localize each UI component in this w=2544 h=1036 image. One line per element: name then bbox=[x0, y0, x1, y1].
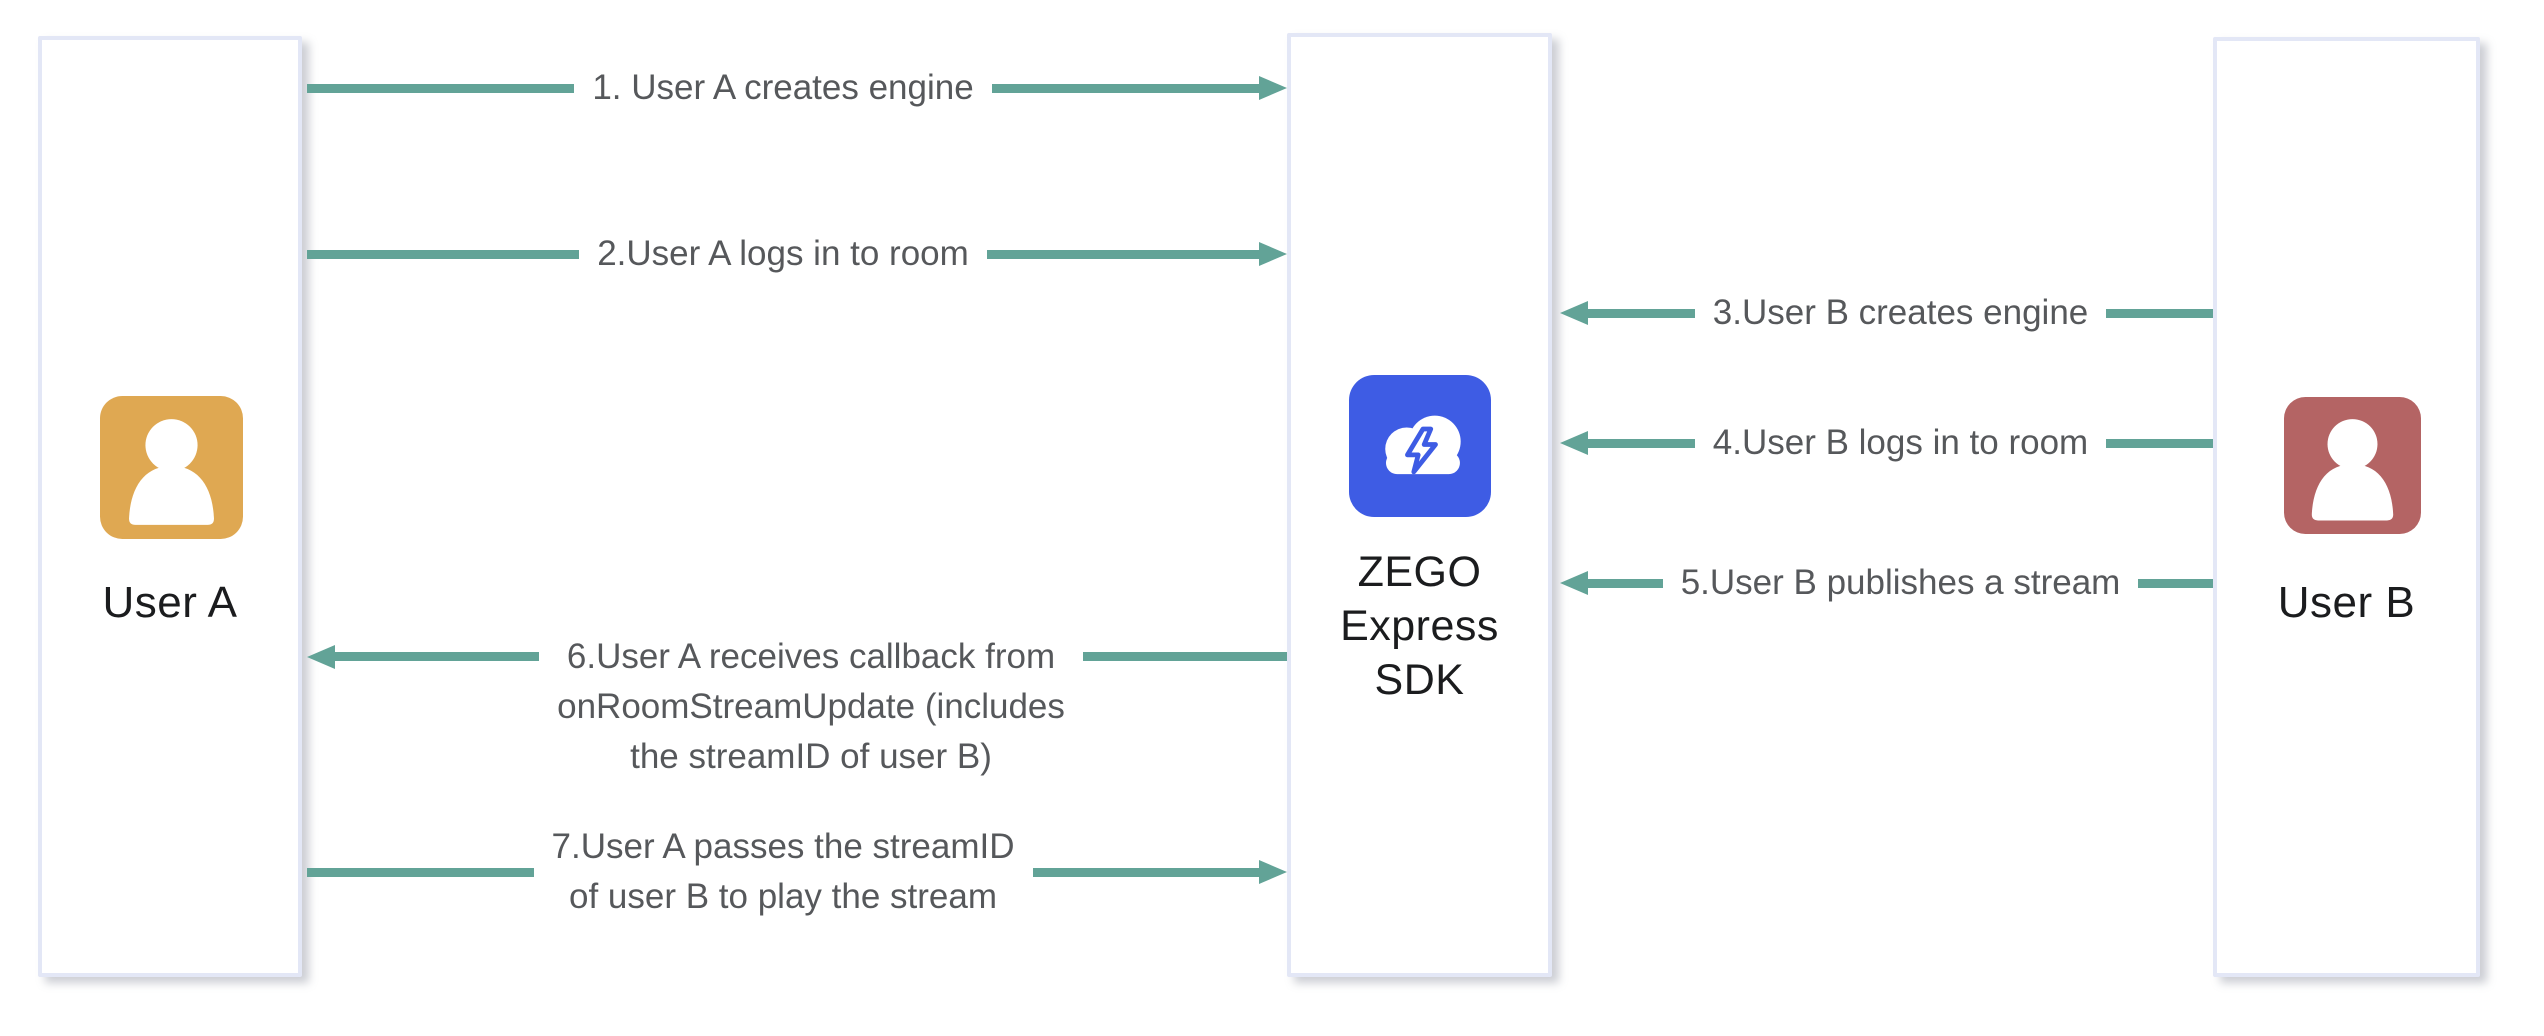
arrow-step-4: 4.User B logs in to room bbox=[1560, 418, 2213, 468]
step-7-label-line-1: 7.User A passes the streamID bbox=[551, 827, 1015, 866]
step-7-label: 7.User A passes the streamID of user B t… bbox=[552, 822, 1015, 922]
arrowhead-right-icon bbox=[1259, 242, 1288, 266]
arrowhead-left-icon bbox=[1560, 301, 1588, 325]
arrow-line bbox=[1082, 652, 1288, 661]
arrow-line bbox=[307, 867, 534, 877]
step-6-label-line-2: onRoomStreamUpdate (includes bbox=[557, 687, 1065, 726]
arrow-line bbox=[1588, 438, 1695, 448]
sdk-label-line-1: ZEGO bbox=[1357, 548, 1482, 596]
step-6-label-line-3: the streamID of user B) bbox=[630, 737, 992, 776]
step-2-label: 2.User A logs in to room bbox=[597, 234, 969, 273]
arrow-line bbox=[2138, 578, 2214, 588]
arrow-line bbox=[2106, 438, 2213, 448]
user-a-label: User A bbox=[102, 578, 238, 627]
sdk-label-line-3: SDK bbox=[1374, 656, 1465, 704]
arrow-step-7: 7.User A passes the streamID of user B t… bbox=[307, 822, 1288, 922]
arrow-line bbox=[1588, 308, 1695, 318]
arrowhead-right-icon bbox=[1259, 76, 1287, 100]
arrow-line bbox=[1588, 578, 1663, 588]
arrow-step-6: 6.User A receives callback from onRoomSt… bbox=[307, 632, 1288, 782]
arrow-line bbox=[307, 83, 575, 93]
step-3-label: 3.User B creates engine bbox=[1712, 293, 2089, 332]
sdk-label-line-2: Express bbox=[1340, 602, 1499, 650]
sdk-cloud-lightning-icon bbox=[1348, 375, 1492, 517]
step-7-label-line-2: of user B to play the stream bbox=[569, 877, 997, 916]
step-6-label: 6.User A receives callback from onRoomSt… bbox=[557, 632, 1065, 782]
arrow-line bbox=[335, 652, 540, 661]
sdk-label: ZEGO Express SDK bbox=[1287, 545, 1552, 707]
arrowhead-left-icon bbox=[1560, 571, 1588, 595]
user-b-label: User B bbox=[2277, 578, 2416, 627]
arrow-line bbox=[991, 83, 1259, 93]
user-b-person-icon bbox=[2284, 396, 2421, 535]
arrow-step-2: 2.User A logs in to room bbox=[307, 229, 1288, 279]
arrow-line bbox=[986, 249, 1260, 259]
step-5-label: 5.User B publishes a stream bbox=[1680, 563, 2121, 602]
user-a-person-icon bbox=[100, 396, 243, 539]
arrowhead-left-icon bbox=[1560, 431, 1588, 455]
step-4-label: 4.User B logs in to room bbox=[1712, 423, 2089, 462]
arrow-step-1: 1. User A creates engine bbox=[307, 63, 1287, 113]
arrow-step-3: 3.User B creates engine bbox=[1560, 288, 2214, 338]
arrow-line bbox=[2106, 308, 2214, 318]
step-1-label: 1. User A creates engine bbox=[592, 68, 974, 107]
arrowhead-left-icon bbox=[307, 645, 335, 669]
arrowhead-right-icon bbox=[1259, 860, 1288, 884]
step-6-label-line-1: 6.User A receives callback from bbox=[566, 637, 1056, 676]
arrow-line bbox=[1032, 867, 1260, 877]
arrow-step-5: 5.User B publishes a stream bbox=[1560, 558, 2214, 608]
arrow-line bbox=[307, 249, 580, 259]
